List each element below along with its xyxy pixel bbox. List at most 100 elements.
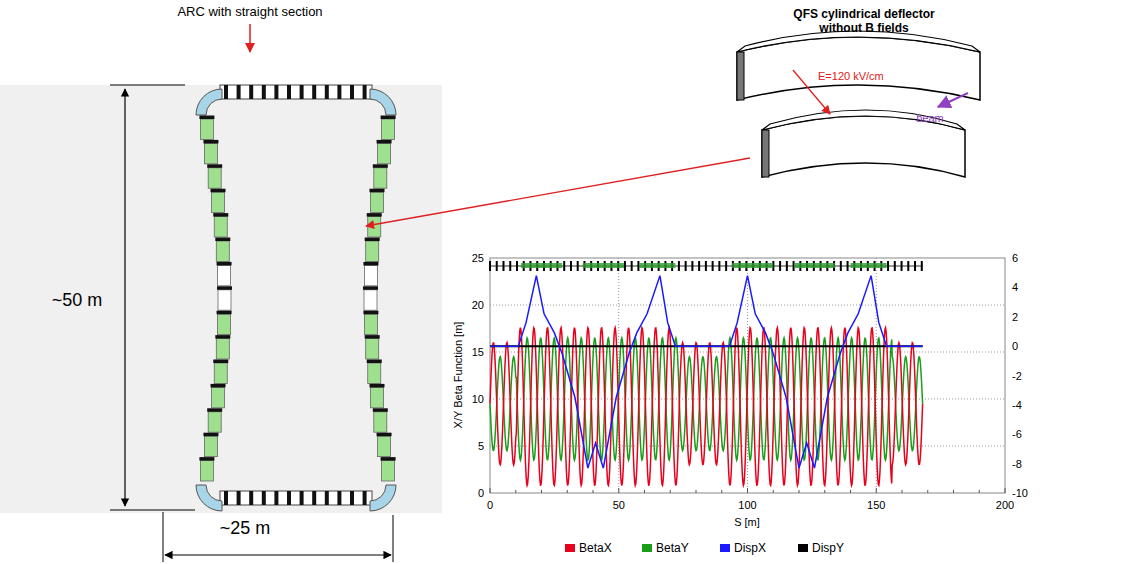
tick-label: 100 — [738, 499, 756, 512]
quadrupole-block — [312, 85, 316, 99]
quadrupole-block — [373, 164, 388, 168]
quadrupole-block — [207, 164, 222, 168]
tick-label: -10 — [1012, 487, 1028, 500]
pointer-arrow — [249, 24, 251, 52]
drift-section — [218, 265, 231, 285]
quadrupole-block — [217, 262, 232, 266]
quadrupole-block — [199, 457, 214, 461]
tick-mark — [824, 490, 825, 493]
deflector-block — [364, 314, 377, 334]
tick-mark — [799, 490, 800, 493]
deflector-block — [216, 339, 229, 359]
tick-mark — [567, 490, 568, 493]
quadrupole-block — [300, 85, 304, 99]
tick-label: 6 — [1012, 252, 1018, 265]
extension-line — [393, 515, 394, 562]
quadrupole-block — [381, 457, 396, 461]
quadrupole-block — [325, 85, 329, 99]
quadrupole-block — [312, 491, 316, 505]
tick-mark — [644, 490, 645, 493]
deflector-block — [366, 339, 379, 359]
data-curve — [490, 276, 923, 468]
tick-label: 2 — [1012, 310, 1018, 323]
quadrupole-block — [211, 189, 226, 193]
lattice-marker — [624, 261, 626, 271]
legend-swatch — [720, 544, 730, 552]
quadrupole-block — [207, 408, 222, 412]
quadrupole-block — [287, 85, 291, 99]
quadrupole-block — [363, 311, 378, 315]
quadrupole-block — [365, 335, 380, 339]
lattice-marker — [718, 261, 720, 271]
tick-label: 200 — [996, 499, 1014, 512]
quadrupole-block — [237, 85, 241, 99]
deflector-block — [368, 363, 381, 383]
quadrupole-block — [325, 491, 329, 505]
quadrupole-block — [217, 311, 232, 315]
legend-swatch — [798, 544, 808, 552]
quadrupole-block — [365, 238, 380, 242]
tick-label: -8 — [1012, 457, 1022, 470]
lattice-marker — [725, 261, 727, 271]
tick-mark — [979, 490, 980, 493]
deflector-block — [214, 363, 227, 383]
extension-line — [110, 85, 185, 86]
tick-label: -4 — [1012, 399, 1022, 412]
lattice-marker — [563, 261, 565, 271]
lattice-marker — [678, 261, 680, 271]
annotation-label: QFS cylindrical deflector without B fiel… — [774, 8, 954, 36]
deflector-block — [370, 192, 383, 212]
deflector-block — [374, 168, 387, 188]
lattice-marker — [887, 261, 889, 271]
quadrupole-block — [367, 360, 382, 364]
quadrupole-block — [237, 491, 241, 505]
drift-section — [364, 265, 377, 285]
quadrupole-block — [337, 491, 341, 505]
inner-plate-top — [762, 110, 965, 130]
plate-edge — [762, 130, 769, 177]
deflector-block — [212, 192, 225, 212]
tick-mark — [850, 490, 851, 493]
tick-label: 10 — [472, 393, 484, 406]
leader-arrow — [366, 158, 750, 226]
quadrupole-block — [367, 213, 382, 217]
bend-corner — [196, 89, 222, 115]
tick-mark — [670, 490, 671, 493]
tick-label: 150 — [867, 499, 885, 512]
deflector-block — [378, 143, 391, 163]
deflector-marker — [521, 263, 562, 268]
deflector-block — [378, 436, 391, 456]
annotation-label: ARC with straight section — [177, 5, 322, 20]
tick-label: 4 — [1012, 281, 1018, 294]
legend-label: DispY — [812, 541, 844, 555]
inner-plate — [762, 116, 965, 177]
bend-corner — [370, 485, 396, 511]
quadrupole-block — [300, 491, 304, 505]
quadrupole-block — [373, 408, 388, 412]
lattice-marker — [901, 261, 903, 271]
tick-label: -6 — [1012, 428, 1022, 441]
beta-chart — [489, 258, 1005, 493]
quadrupole-block — [377, 433, 392, 437]
legend-item: DispY — [798, 541, 844, 555]
quadrupole-block — [217, 286, 232, 290]
tick-label: 50 — [613, 499, 625, 512]
quadrupole-block — [377, 140, 392, 144]
tick-label: 0 — [478, 487, 484, 500]
quadrupole-block — [369, 189, 384, 193]
grid-line — [490, 352, 1005, 353]
outer-plate — [737, 37, 980, 100]
quadrupole-block — [203, 140, 218, 144]
tick-mark — [747, 488, 748, 493]
legend-label: BetaY — [656, 541, 689, 555]
lattice-marker — [779, 261, 781, 271]
bend-corner — [196, 485, 222, 511]
grid-line — [490, 446, 1005, 447]
deflector-block — [368, 217, 381, 237]
quadrupole-block — [211, 384, 226, 388]
lattice-marker — [509, 261, 511, 271]
quadrupole-block — [363, 262, 378, 266]
deflector-block — [382, 461, 395, 481]
lattice-marker — [921, 261, 923, 271]
quadrupole-block — [350, 85, 354, 99]
